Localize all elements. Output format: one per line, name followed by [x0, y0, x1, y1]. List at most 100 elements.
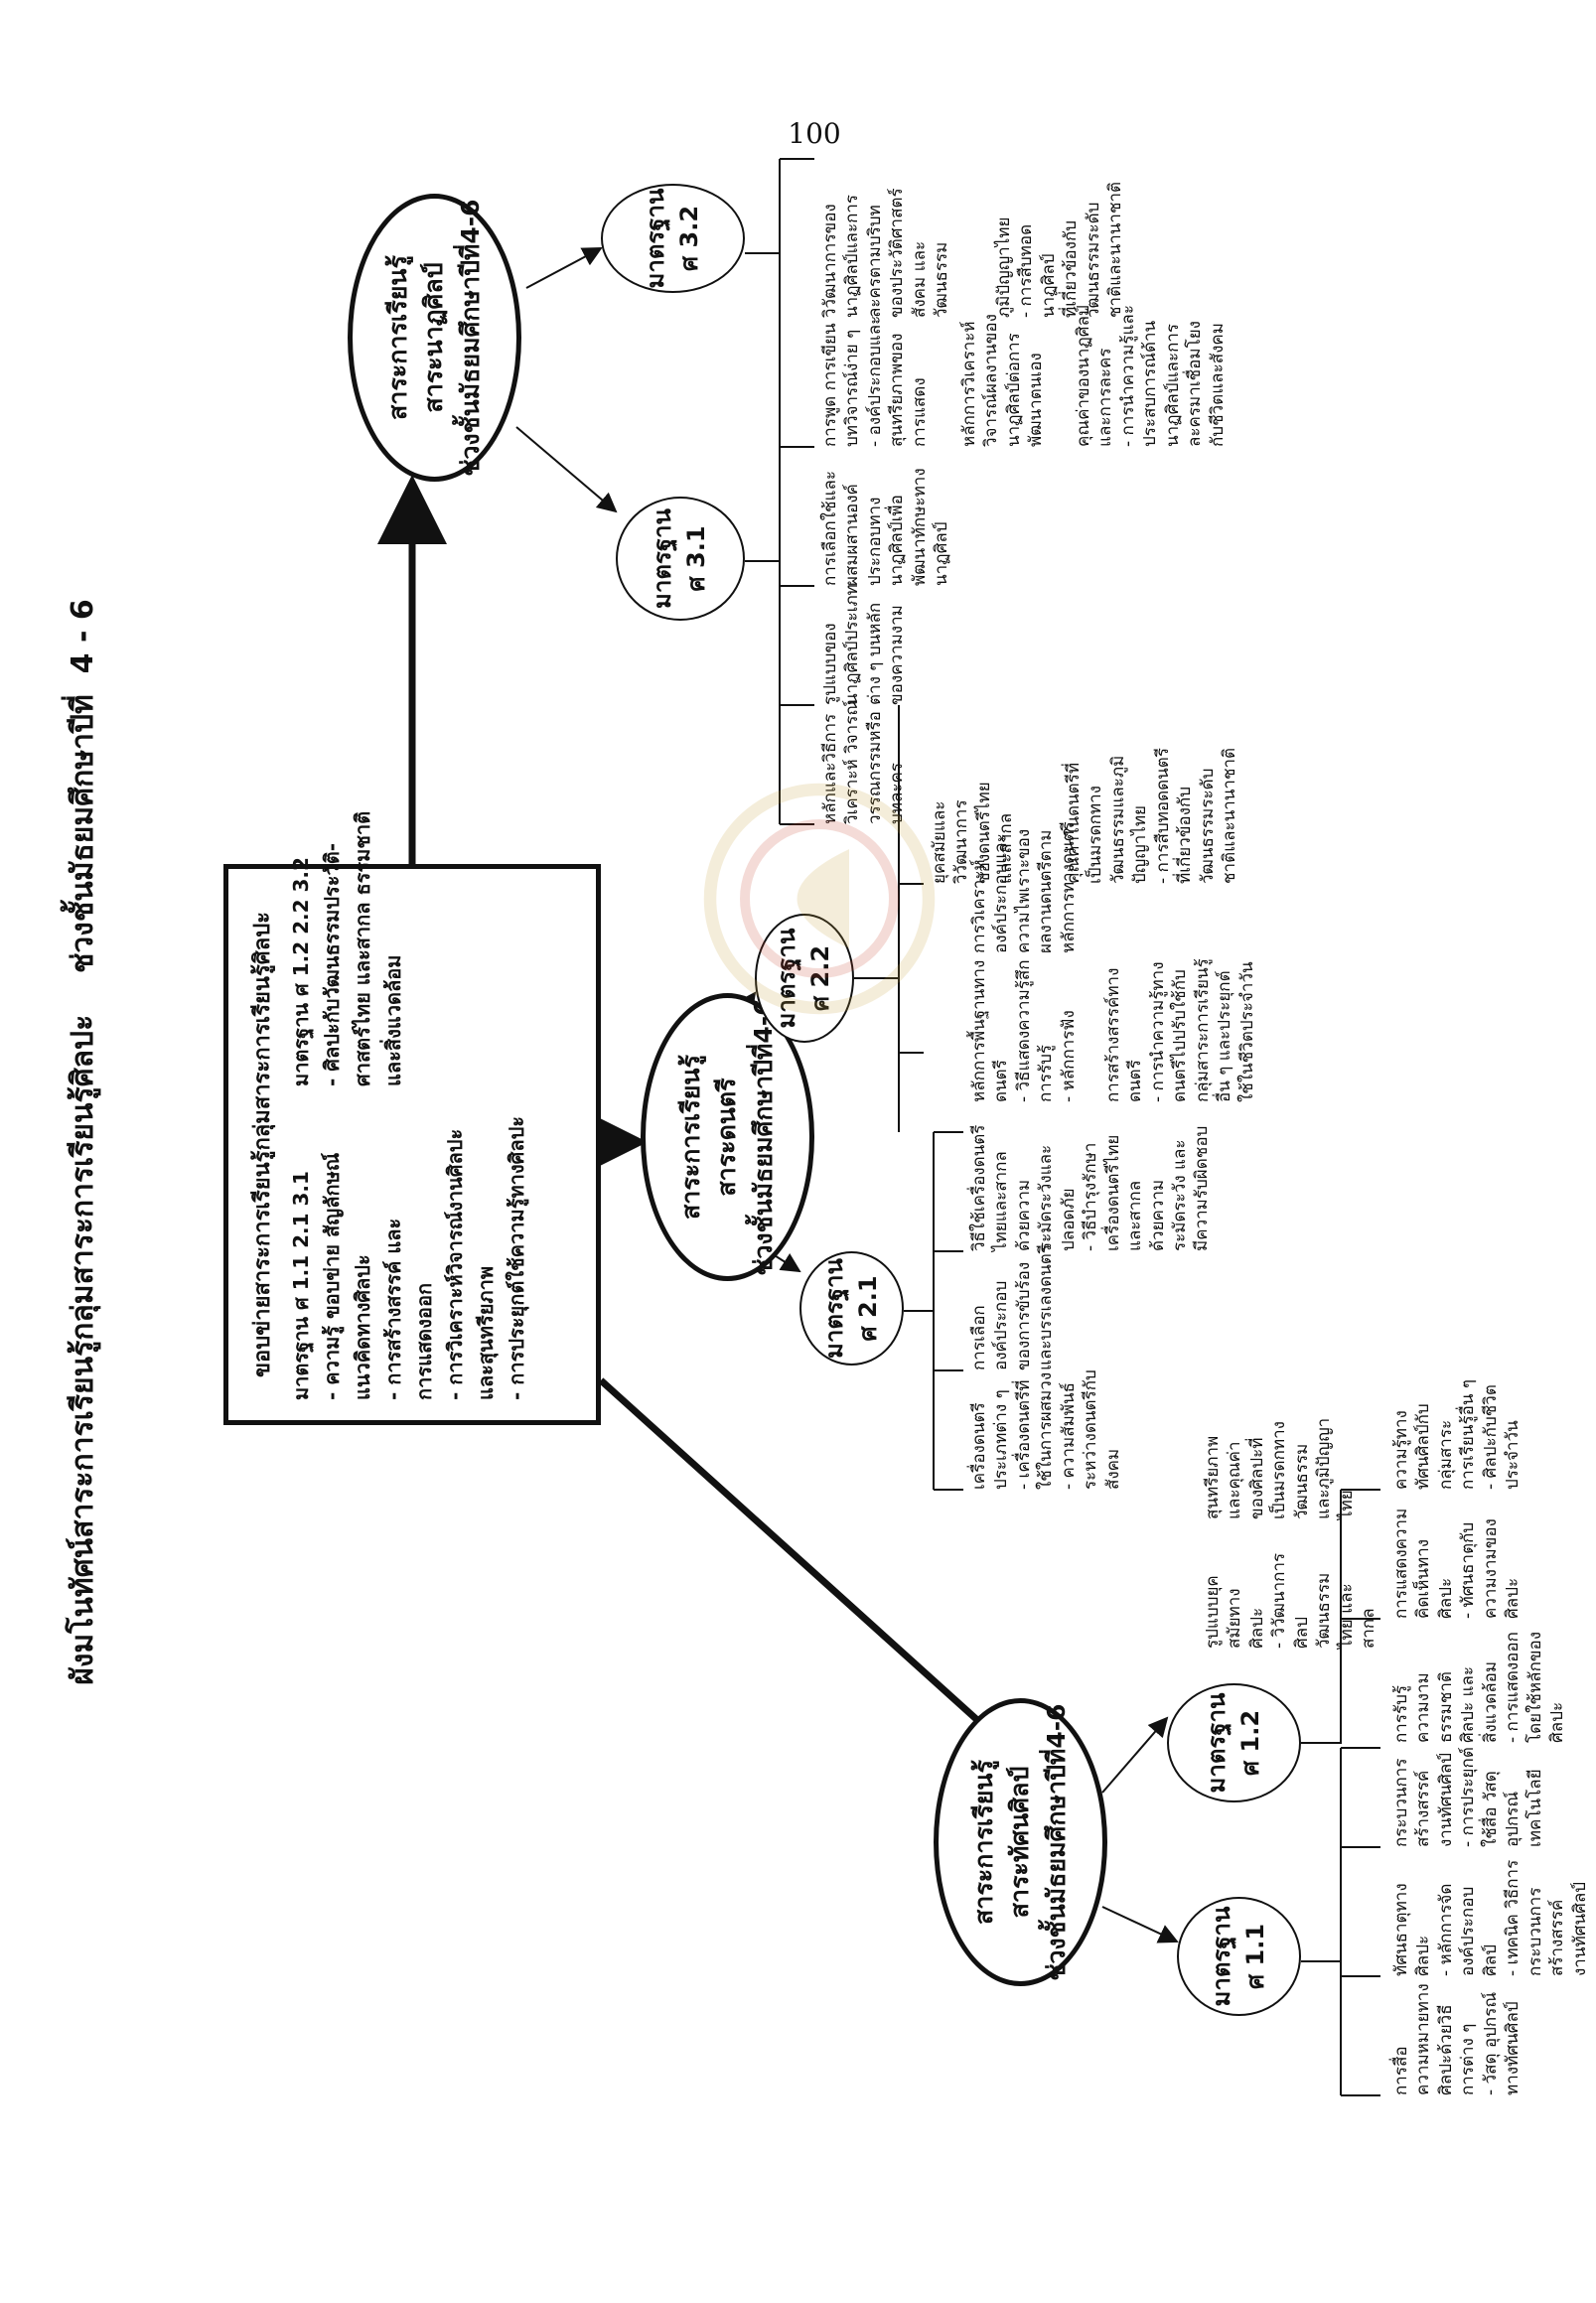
topic-line: ละครมาเชื่อมโยง: [1185, 321, 1206, 447]
topic-line: คิดเห็นทาง: [1413, 1538, 1434, 1619]
topic-line: วัฒนธรรมระดับ: [1197, 768, 1218, 884]
topic-list: ภูมิปัญญาไทย - การสืบทอด นาฏศิลป์ ที่เกี…: [993, 182, 1127, 318]
strand-line: สาระทัศนศิลป์: [1005, 1766, 1035, 1919]
topic-list: หลักการพื้นฐานทาง ดนตรี - วิธีแสดงความรู…: [968, 959, 1080, 1102]
scope-line: มาตรฐาน ศ 1.1 2.1 3.1: [289, 1171, 314, 1400]
topic-line: การรับรู้: [1391, 1684, 1411, 1743]
standard-1-2: มาตรฐาน ศ 1.2: [1167, 1683, 1301, 1802]
topic-line: นาฏศิลป์เพื่อ: [887, 495, 908, 586]
standard-3-2: มาตรฐาน ศ 3.2: [601, 184, 745, 293]
topic-line: - หลักการจัด: [1435, 1883, 1456, 1976]
topic-line: ประเภทต่าง ๆ: [991, 1389, 1012, 1490]
topic-list: วิวัฒนาการของ นาฏศิลป์และการ ละครตามบริบ…: [819, 188, 953, 318]
topic-list: เครื่องดนตรี ประเภทต่าง ๆ - เครื่องดนตรี…: [968, 1369, 1124, 1490]
topic-line: ทัศนศิลป์กับ: [1413, 1403, 1434, 1490]
topic-line: สร้างสรรค์: [1547, 1899, 1568, 1976]
strand-line: ช่วงชั้นมัธยมศึกษาปีที่4-6: [748, 998, 778, 1276]
topic-line: - เทคนิค วิธีการ: [1503, 1859, 1523, 1976]
topic-line: ประจำวัน: [1503, 1420, 1523, 1490]
topic-line: ผสมผสานองค์: [842, 484, 863, 586]
topic-line: วัฒนธรรม: [932, 241, 952, 318]
topic-line: - การแสดงออก: [1503, 1632, 1523, 1743]
standard-label: มาตรฐาน: [649, 508, 677, 609]
topic-line: โดยใช้หลักของ: [1524, 1631, 1545, 1743]
topic-line: นาฏศิลป์: [932, 521, 952, 586]
topic-line: ดนตรีไปปรับใช้กับ: [1170, 969, 1191, 1102]
topic-line: ของดนตรีไทย: [973, 782, 994, 884]
topic-line: และสากล: [996, 812, 1017, 884]
topic-line: ด้วยความ: [1013, 1179, 1034, 1251]
standard-code: ศ 3.2: [674, 205, 703, 272]
topic-line: ใช้สื่อ วัสดุ: [1480, 1771, 1501, 1847]
topic-line: - วัสดุ อุปกรณ์: [1480, 1991, 1501, 2095]
topic-line: กลุ่มสาระ: [1435, 1419, 1456, 1490]
topic-line: การเลือก: [969, 1305, 989, 1370]
topic-line: - ความสัมพันธ์: [1058, 1382, 1079, 1490]
topic-list: รูปแบบยุค สมัยทาง ศิลปะ - วิวัฒนาการ ศิล…: [1202, 1553, 1380, 1649]
topic-line: วิธีใช้เครื่องดนตรี: [969, 1124, 989, 1251]
strand-line: ช่วงชั้นมัธยมศึกษาปีที่4-6: [455, 199, 485, 477]
topic-list: การพูด การเขียน บทวิจารณ์ง่าย ๆ - องค์ปร…: [819, 316, 931, 447]
topic-line: งานทัศนศิลป์: [1569, 1881, 1590, 1976]
scope-line: - ความรู้ ขอบข่าย สัญลักษณ์: [320, 1152, 345, 1400]
topic-line: ชาติและนานาชาติ: [1105, 181, 1126, 318]
topic-line: การเลือกใช้และ: [820, 470, 840, 586]
topic-line: วัฒนธรรมและภูมิ: [1107, 755, 1128, 884]
topic-line: ปลอดภัย: [1058, 1188, 1079, 1251]
content-scope-box: ขอบข่ายสาระการเรียนรู้กลุ่มสาระการเรียนร…: [223, 811, 601, 1425]
topic-line: เป็นมรดกทาง: [1269, 1421, 1290, 1519]
topic-line: คุณค่าในดนตรีที่: [1064, 762, 1084, 884]
topic-line: ประกอบทาง: [864, 497, 885, 586]
topic-line: เทคโนโลยี: [1524, 1769, 1545, 1847]
topic-line: สิ่งแวดล้อม: [1480, 1660, 1501, 1743]
scope-line: - ศิลปะกับวัฒนธรรมประวัติ-: [320, 842, 345, 1086]
topic-list: การเลือก องค์ประกอบ ของการขับร้อง และบรร…: [968, 1244, 1058, 1370]
topic-line: ความหมายทาง: [1413, 1983, 1434, 2095]
standard-label: มาตรฐาน: [1207, 1906, 1235, 2007]
topic-line: งานทัศนศิลป์: [1435, 1752, 1456, 1847]
scope-heading: ขอบข่ายสาระการเรียนรู้กลุ่มสาระการเรียนร…: [250, 912, 275, 1378]
diagram-title: ผังมโนทัศน์สาระการเรียนรู้กลุ่มสาระการเร…: [66, 599, 100, 1685]
scope-left-column: มาตรฐาน ศ 1.1 2.1 3.1 - ความรู้ ขอบข่าย …: [286, 1116, 532, 1400]
topic-line: - เครื่องดนตรีที่: [1013, 1379, 1034, 1490]
topic-line: พัฒนาตนเอง: [1026, 353, 1047, 447]
topic-line: ไทยและสากล: [991, 1151, 1012, 1251]
topic-line: การพูด การเขียน: [820, 323, 840, 447]
topic-line: ระมัดระวัง และ: [1169, 1139, 1190, 1251]
standard-2-1: มาตรฐาน ศ 2.1: [799, 1251, 904, 1366]
topic-line: - ศิลปะกับชีวิต: [1480, 1384, 1501, 1490]
topic-line: ปัญญาไทย: [1130, 804, 1151, 884]
topic-list: การรับรู้ ความงาม ธรรมชาติ ศิลปะ และ สิ่…: [1390, 1632, 1569, 1743]
topic-line: กระบวนการ: [1524, 1887, 1545, 1976]
topic-line: องค์ประกอบ: [991, 1280, 1012, 1370]
topic-line: การสร้างสรรค์ทาง: [1103, 967, 1123, 1102]
topic-line: ใช้ในชีวิตประจำวัน: [1236, 961, 1257, 1102]
topic-line: ศิลปะ: [1413, 1935, 1434, 1976]
topic-list: วิธีใช้เครื่องดนตรี ไทยและสากล ด้วยความ …: [968, 1125, 1214, 1251]
topic-line: กับชีวิตและสังคม: [1207, 323, 1228, 447]
topic-line: - องค์ประกอบและ: [864, 315, 885, 447]
scope-line: การแสดงออก: [412, 1282, 437, 1400]
topic-line: ศิลปะ และ: [1458, 1665, 1479, 1743]
topic-line: การต่าง ๆ: [1458, 2023, 1479, 2095]
scope-line: - การวิเคราะห์วิจารณ์งานศิลปะ: [443, 1128, 468, 1400]
topic-line: คุณค่าของนาฏศิลป์: [1074, 305, 1093, 447]
topic-line: ศิลป: [1291, 1617, 1312, 1649]
strand-line: สาระการเรียนรู้: [969, 1760, 999, 1925]
topic-line: สุนทรียภาพของ: [887, 333, 908, 447]
topic-line: ระมัดระวังและ: [1036, 1144, 1057, 1251]
scope-line: และสุนทรียภาพ: [474, 1265, 499, 1400]
topic-line: นาฏศิลป์ประเภท: [842, 584, 863, 705]
standard-3-1: มาตรฐาน ศ 3.1: [616, 497, 745, 621]
topic-line: และสากล: [1125, 1180, 1146, 1251]
standard-code: ศ 1.1: [1240, 1923, 1269, 1990]
standard-1-1: มาตรฐาน ศ 1.1: [1177, 1897, 1301, 2016]
topic-list: หลักการวิเคราะห์ วิจารณ์ผลงานของ นาฏศิลป…: [958, 314, 1048, 447]
topic-line: นาฏศิลป์: [1038, 253, 1059, 318]
topic-line: ด้วยความ: [1147, 1179, 1168, 1251]
topic-line: กลุ่มสาระการเรียนรู้: [1192, 958, 1213, 1102]
standard-code: ศ 1.2: [1235, 1709, 1264, 1777]
topic-line: ศิลปะ: [1435, 1577, 1456, 1619]
topic-line: - การประยุกต์: [1458, 1747, 1479, 1847]
topic-line: วิวัฒนาการของ: [820, 204, 840, 318]
